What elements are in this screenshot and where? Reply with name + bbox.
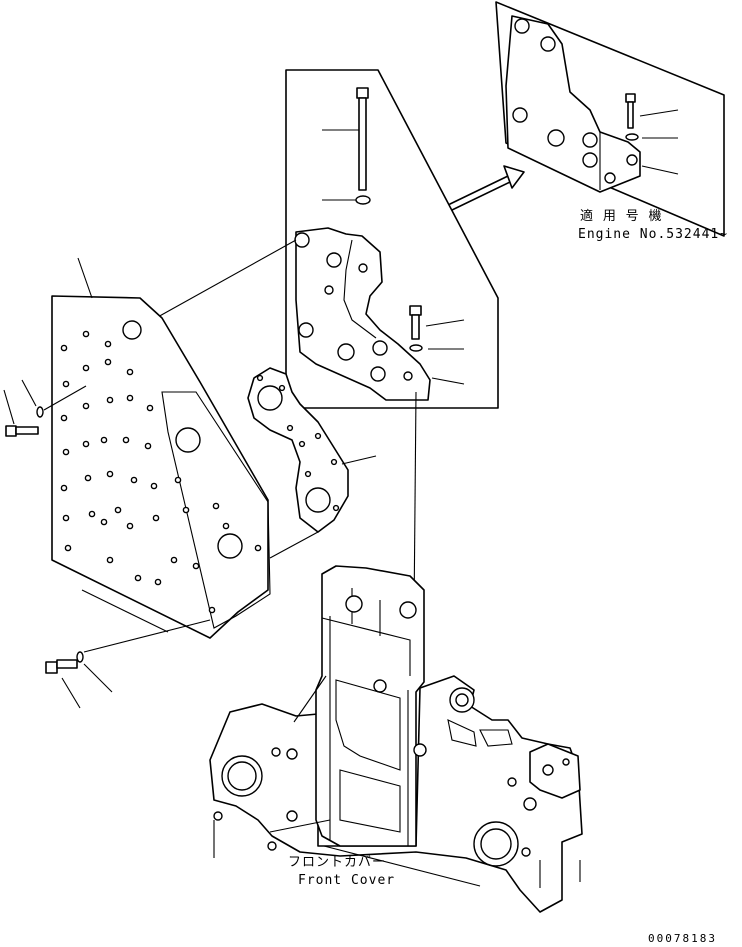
leader-bracket-to-plate: [155, 239, 297, 319]
gasket: [247, 367, 377, 559]
inset-frame-engine-detail: [495, 1, 725, 237]
front-cover-label-en: Front Cover: [298, 873, 395, 888]
drawing-number: 00078183: [648, 932, 717, 945]
applicable-label-jp: 適 用 号 機: [580, 208, 662, 224]
front-cover-label-jp: フロントカバー: [288, 855, 386, 870]
upper-bolt: [3, 379, 87, 437]
main-detail-frame: [285, 69, 499, 409]
applicable-label-en: Engine No.532441~: [578, 227, 728, 242]
lower-bolt: [45, 619, 211, 709]
front-plate: [51, 257, 271, 639]
plate-holes: [60, 330, 262, 614]
detail-arrow: [449, 165, 525, 211]
front-cover: [209, 565, 583, 913]
